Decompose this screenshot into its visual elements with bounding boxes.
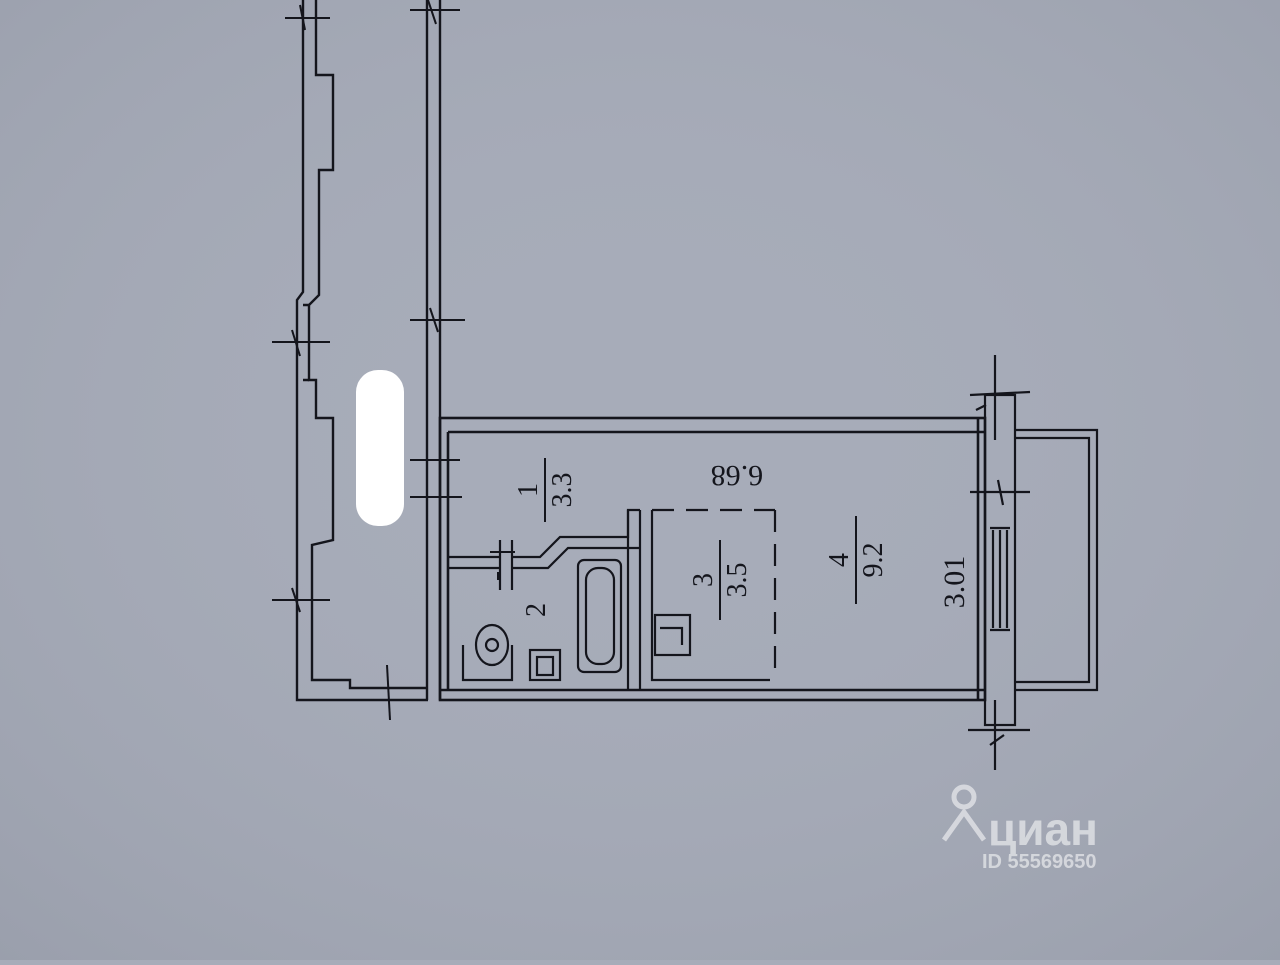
room-4-number: 4 xyxy=(824,553,855,567)
room-2-number: 2 xyxy=(521,603,552,617)
room-4-area: 9.2 xyxy=(858,543,889,578)
room-1-label: 1 3.3 xyxy=(513,458,578,522)
toilet xyxy=(461,623,562,682)
length-value: 6.68 xyxy=(711,459,764,492)
watermark-id: ID 55569650 xyxy=(982,851,1097,873)
kitchen-ticks xyxy=(490,551,515,580)
room-2-label: 2 xyxy=(521,603,552,617)
watermark-brand: циан xyxy=(988,803,1098,855)
corridor-walls xyxy=(295,0,442,702)
exterior-wall xyxy=(983,393,1017,727)
room-3-label: 3 3.5 xyxy=(688,540,753,620)
redaction-mark xyxy=(356,370,404,526)
room-1-number: 1 xyxy=(513,483,544,497)
bathtub xyxy=(576,558,623,674)
room-1-area: 3.3 xyxy=(547,473,578,508)
corridor-ticks xyxy=(272,0,465,721)
balcony xyxy=(1015,428,1099,692)
length-dimension: 6.68 xyxy=(711,459,764,492)
room-3-area: 3.5 xyxy=(722,563,753,598)
width-value: 3.01 xyxy=(938,556,971,609)
room-3-number: 3 xyxy=(688,573,719,587)
width-dimension: 3.01 xyxy=(938,556,971,609)
internal-walls xyxy=(448,508,777,690)
sink xyxy=(653,613,692,657)
map-pin-icon xyxy=(941,784,987,842)
exterior-ticks xyxy=(968,355,1031,770)
watermark: циан ID 55569650 xyxy=(941,784,1098,873)
room-4-label: 4 9.2 xyxy=(824,516,889,604)
